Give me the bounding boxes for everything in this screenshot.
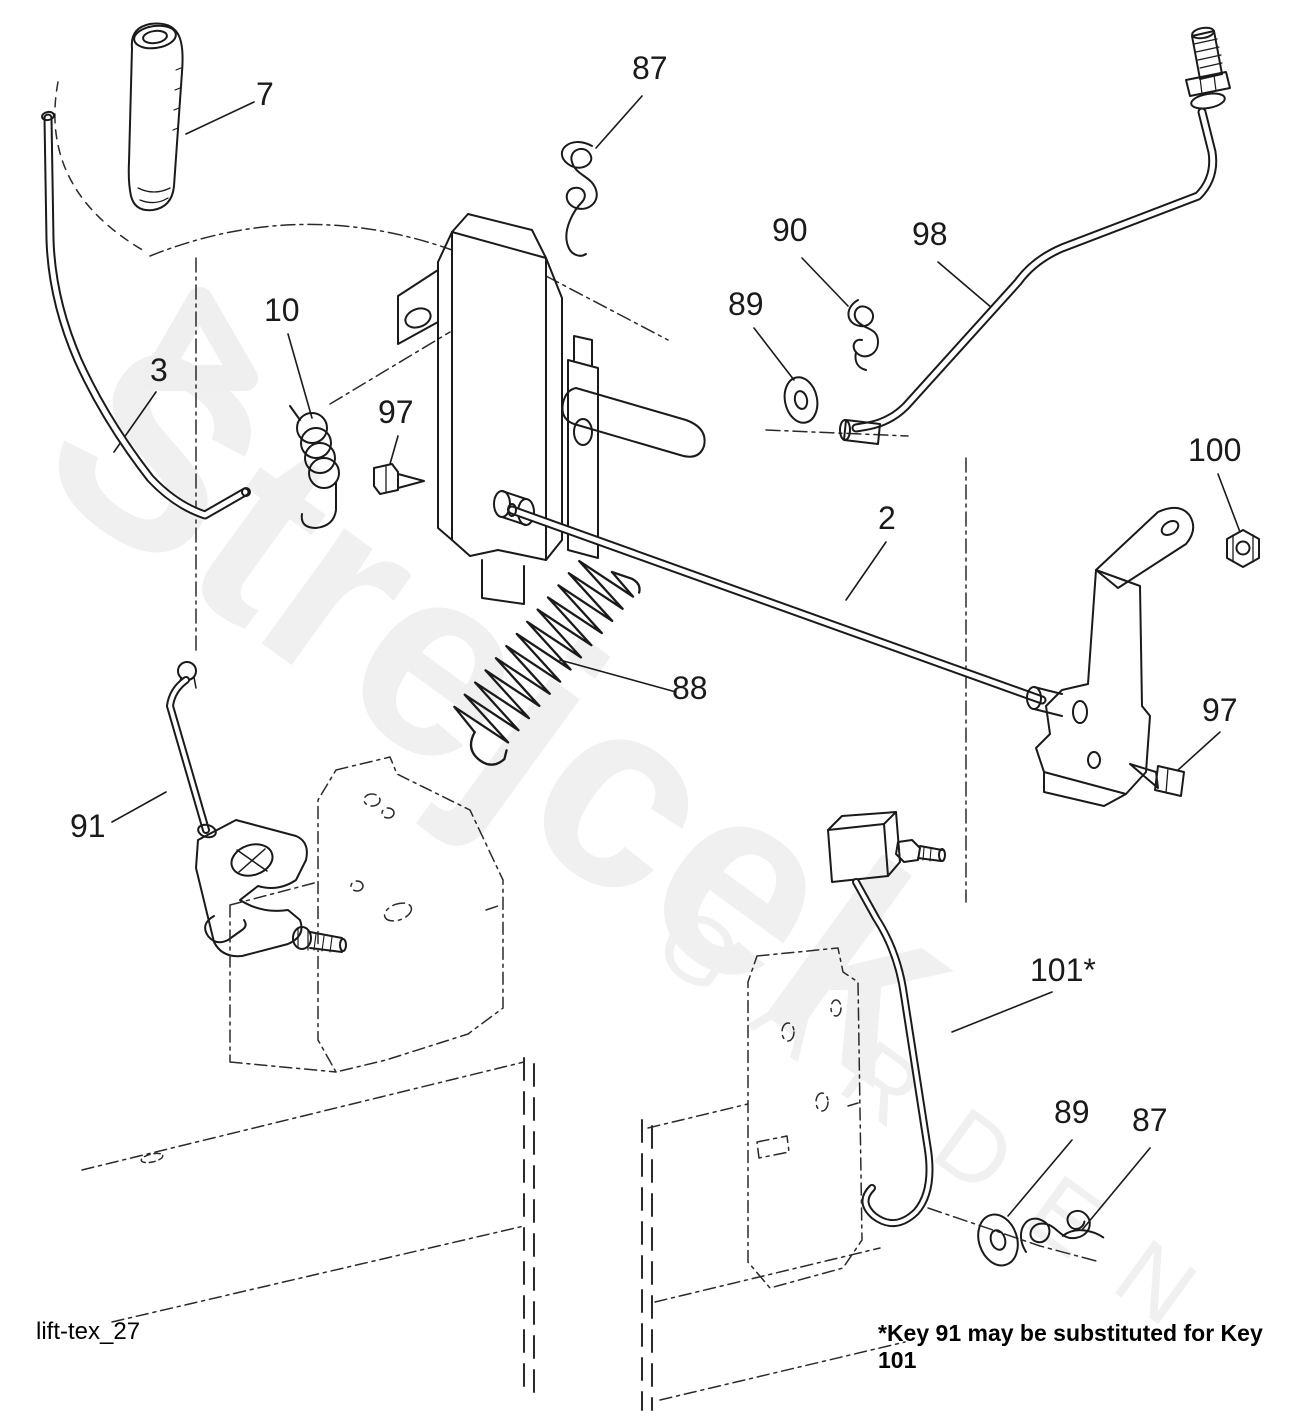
part-97-bolt-left	[373, 463, 425, 495]
callout-98: 98	[912, 216, 948, 252]
part-91-lever	[166, 661, 347, 958]
bracket-right	[1026, 506, 1195, 807]
deck-edge-lines	[81, 1057, 906, 1411]
part-88-spring	[453, 559, 641, 766]
watermark-logo	[142, 287, 258, 391]
part-7-grip	[127, 22, 184, 212]
part-90-clip	[847, 299, 879, 371]
part-87-clip-bottom	[1020, 1209, 1105, 1253]
guide-lines	[54, 81, 1101, 1263]
part-89-washer-left	[783, 376, 819, 424]
callout-100: 100	[1188, 432, 1242, 468]
callout-7: 7	[256, 76, 274, 112]
callout-89-bottom: 89	[1054, 1094, 1090, 1130]
diagram-file-label: lift-tex_27	[36, 1318, 141, 1345]
part-2-rod	[507, 503, 1047, 705]
part-97-bolt-right	[1129, 763, 1185, 797]
part-101-rod	[827, 811, 946, 1227]
callout-2: 2	[878, 500, 896, 536]
part-89-washer-bottom	[977, 1213, 1019, 1267]
callout-97-left: 97	[378, 394, 414, 430]
callout-89-left: 89	[728, 286, 764, 322]
callout-101: 101*	[1030, 952, 1096, 988]
deck-bracket-center	[747, 947, 863, 1289]
callout-88: 88	[672, 670, 708, 706]
callout-87-top: 87	[632, 50, 668, 86]
deck-bracket-left	[229, 756, 504, 1073]
part-3-handle-rod	[41, 110, 251, 520]
part-87-clip-top	[561, 141, 598, 257]
part-100-nut	[1226, 529, 1260, 568]
callout-3: 3	[150, 352, 168, 388]
bracket-center	[397, 213, 706, 605]
leader-lines	[111, 95, 1241, 1231]
callout-97-right: 97	[1202, 692, 1238, 728]
callout-90: 90	[772, 212, 808, 248]
callout-87-bottom: 87	[1132, 1102, 1168, 1138]
part-10-torsion-spring	[289, 405, 340, 529]
callout-91: 91	[70, 808, 106, 844]
part-98-lift-shaft	[839, 26, 1231, 445]
callout-10: 10	[264, 292, 300, 328]
substitution-footnote: *Key 91 may be substituted for Key 101	[878, 1320, 1263, 1373]
